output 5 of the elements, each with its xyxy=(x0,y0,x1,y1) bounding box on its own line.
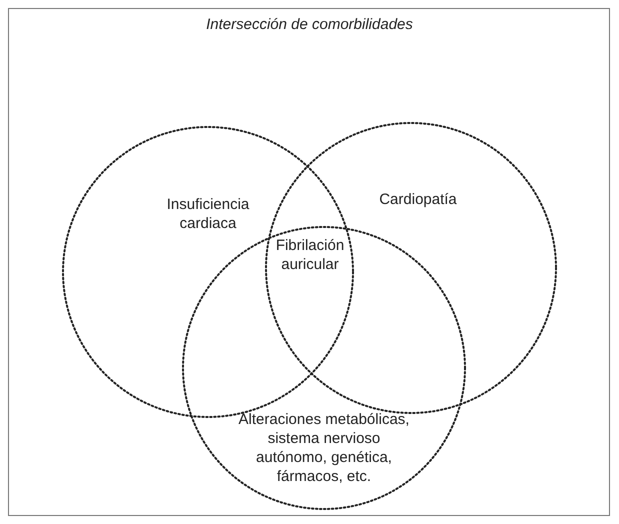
circle-label: Cardiopatía xyxy=(378,190,458,209)
title: Intersección de comorbilidades xyxy=(205,15,414,35)
intersection-label: Fibrilación auricular xyxy=(274,236,346,274)
circle-label: Insuficiencia cardiaca xyxy=(166,195,250,233)
circle-label: Alteraciones metabólicas, sistema nervioso autónomo, genética, fármacos, etc. xyxy=(238,410,410,486)
